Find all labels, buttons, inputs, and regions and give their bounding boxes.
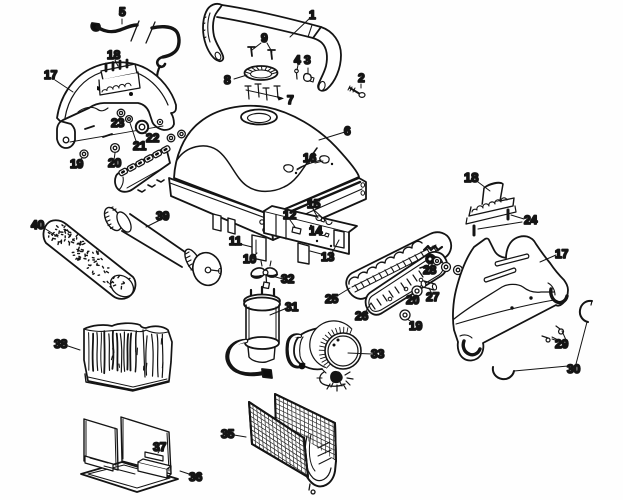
svg-text:17: 17 <box>555 247 569 261</box>
svg-text:38: 38 <box>54 337 68 351</box>
svg-text:8: 8 <box>224 73 231 87</box>
svg-text:9: 9 <box>261 31 268 45</box>
svg-text:18: 18 <box>464 170 478 185</box>
svg-text:16: 16 <box>303 151 317 165</box>
svg-text:10: 10 <box>243 252 257 266</box>
svg-text:7: 7 <box>287 93 294 107</box>
svg-text:23: 23 <box>111 116 125 130</box>
svg-text:19: 19 <box>409 319 423 333</box>
svg-text:17: 17 <box>44 68 58 82</box>
svg-text:5: 5 <box>119 5 126 19</box>
svg-text:15: 15 <box>307 197 321 211</box>
svg-text:6: 6 <box>344 124 351 138</box>
svg-text:11: 11 <box>229 234 242 248</box>
svg-text:30: 30 <box>567 362 581 376</box>
svg-text:19: 19 <box>70 157 84 171</box>
svg-text:35: 35 <box>221 427 235 441</box>
svg-text:31: 31 <box>285 300 299 314</box>
svg-text:32: 32 <box>281 272 295 286</box>
svg-text:27: 27 <box>426 290 440 304</box>
svg-text:20: 20 <box>406 293 420 307</box>
svg-text:14: 14 <box>309 224 323 238</box>
svg-text:29: 29 <box>555 337 569 351</box>
svg-text:22: 22 <box>146 131 160 145</box>
svg-text:1: 1 <box>309 8 316 22</box>
svg-text:21: 21 <box>133 139 147 153</box>
svg-text:28: 28 <box>423 263 437 277</box>
svg-text:3: 3 <box>304 53 311 67</box>
svg-text:20: 20 <box>108 156 122 170</box>
svg-text:37: 37 <box>153 440 167 454</box>
svg-text:4: 4 <box>294 53 301 67</box>
svg-text:2: 2 <box>358 71 365 85</box>
svg-text:33: 33 <box>371 347 385 361</box>
svg-text:25: 25 <box>325 292 339 306</box>
svg-text:40: 40 <box>31 218 45 232</box>
svg-text:39: 39 <box>156 209 170 223</box>
svg-text:12: 12 <box>283 208 297 222</box>
svg-text:26: 26 <box>355 309 369 323</box>
svg-text:18: 18 <box>107 48 121 62</box>
svg-text:24: 24 <box>524 213 538 227</box>
svg-text:36: 36 <box>189 470 203 484</box>
svg-text:13: 13 <box>321 250 335 264</box>
